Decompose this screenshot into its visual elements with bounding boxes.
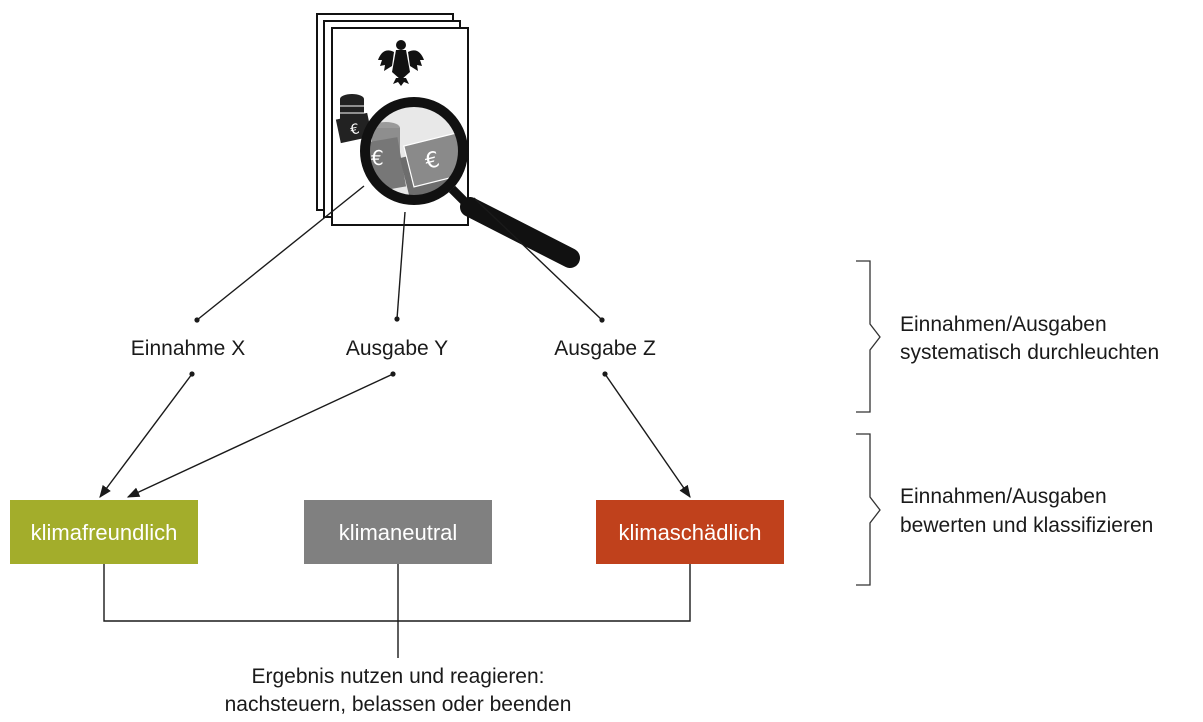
category-fill-neutral <box>304 500 492 564</box>
svg-text:klimaschädlich: klimaschädlich <box>618 520 761 545</box>
category-box-klimaneutral: klimaneutral <box>304 500 492 564</box>
brace-durchleuchten: Einnahmen/Ausgaben systematisch durchleu… <box>856 260 1159 413</box>
side-note-1-line-2: systematisch durchleuchten <box>900 341 1159 364</box>
category-fill-freundlich <box>10 500 198 564</box>
source-label-x: Einnahme X <box>131 337 245 360</box>
svg-text:klimafreundlich: klimafreundlich <box>31 520 178 545</box>
category-box-klimaschaedlich: klimaschädlich <box>596 500 784 564</box>
magnifying-glass-icon <box>360 97 580 268</box>
svg-text:€: € <box>349 121 361 139</box>
edge-x-to-freundlich <box>99 373 193 499</box>
result-line-1: Ergebnis nutzen und reagieren: <box>251 665 544 688</box>
source-label-y: Ausgabe Y <box>346 337 448 360</box>
side-note-1-line-1: Einnahmen/Ausgaben <box>900 313 1107 336</box>
category-fill-schaedlich <box>596 500 784 564</box>
category-box-klimafreundlich: klimafreundlich <box>10 500 198 564</box>
classification-arrows <box>99 371 691 499</box>
side-note-2-line-1: Einnahmen/Ausgaben <box>900 485 1107 508</box>
edge-y-to-freundlich <box>126 373 394 498</box>
coin-stack-icon: € <box>335 94 373 144</box>
result-line-2: nachsteuern, belassen oder beenden <box>225 693 572 716</box>
svg-text:€: € <box>423 147 443 175</box>
source-label-z: Ausgabe Z <box>554 337 656 360</box>
svg-text:klimaneutral: klimaneutral <box>339 520 458 545</box>
svg-text:€: € <box>371 146 384 170</box>
edge-z-to-schaedlich <box>604 373 691 499</box>
federal-eagle-icon <box>378 40 424 86</box>
source-connectors <box>194 185 605 323</box>
brace-bewerten: Einnahmen/Ausgaben bewerten und klassifi… <box>856 433 1153 586</box>
side-note-2-line-2: bewerten und klassifizieren <box>900 514 1153 537</box>
result-connector <box>103 564 691 658</box>
